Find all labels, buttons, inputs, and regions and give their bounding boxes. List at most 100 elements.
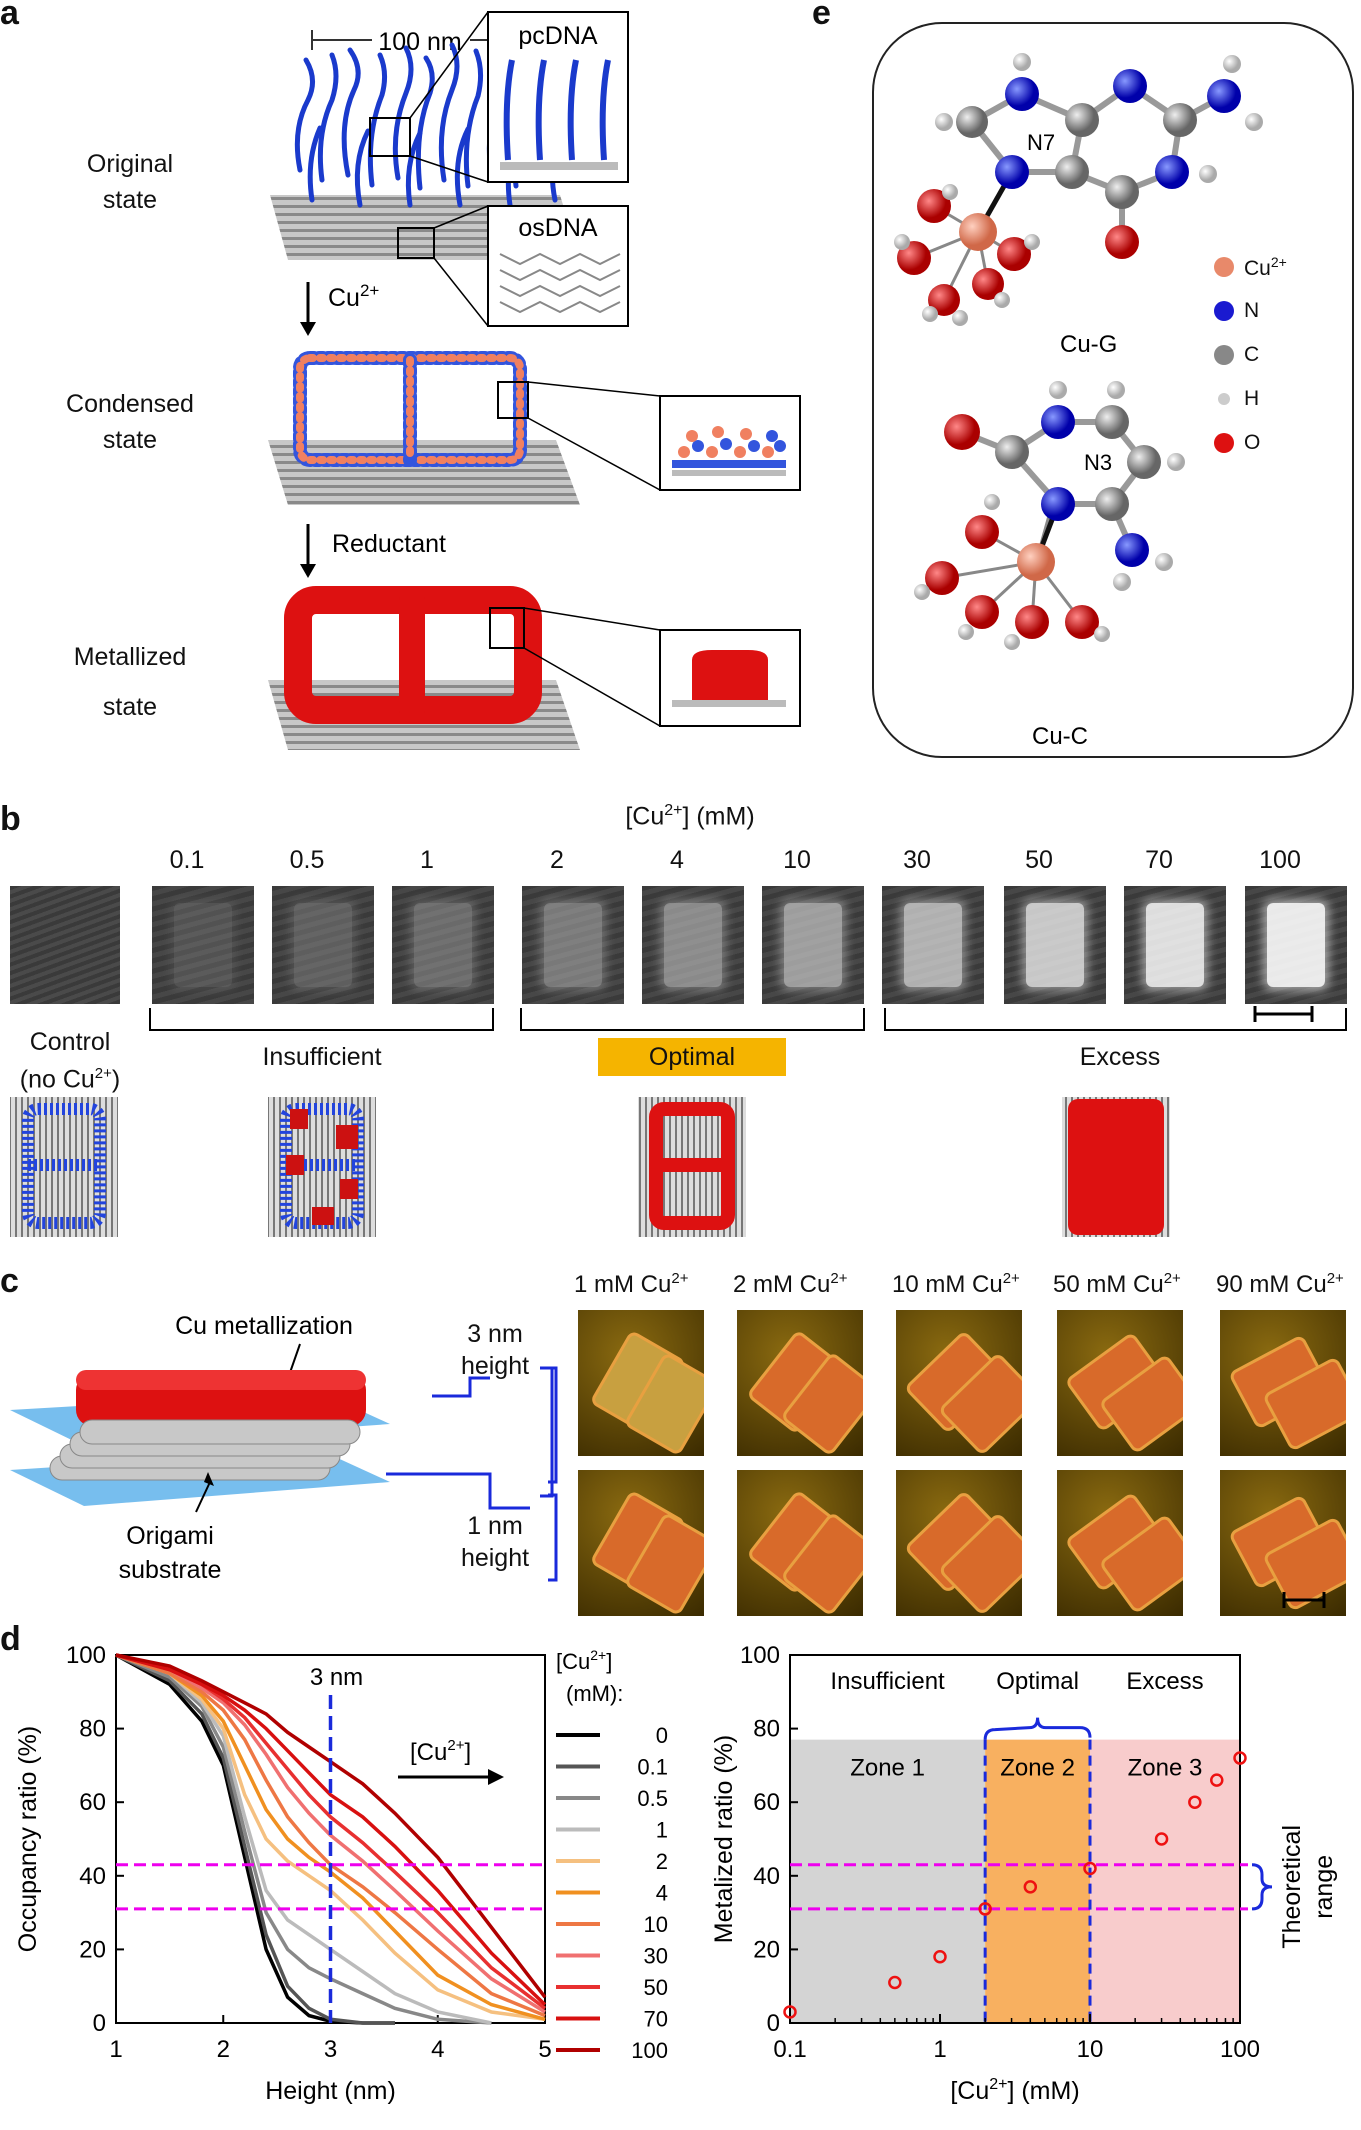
afm-image <box>1245 886 1347 1004</box>
series-line-70 <box>115 1653 547 2006</box>
x-axis-label: [Cu2+] (mM) <box>950 2076 1079 2105</box>
x-tick-label: 0.1 <box>773 2036 806 2063</box>
panel-a-schematic: 100 nm pcDNA osDNA Cu2+ <box>268 11 801 750</box>
concentration-label: 30 <box>903 846 931 874</box>
arrow-cu-label: Cu2+ <box>328 281 379 312</box>
data-point <box>1154 1832 1169 1846</box>
legend-n: N <box>1214 289 1324 333</box>
data-point <box>1023 1880 1038 1894</box>
legend-o: O <box>1214 421 1324 465</box>
series-line-10 <box>115 1653 546 2018</box>
model-excess <box>1062 1097 1170 1237</box>
substrate-label-2: substrate <box>119 1556 222 1584</box>
x-axis-label: Height (nm) <box>265 2077 396 2105</box>
panel-e-frame <box>872 22 1354 758</box>
data-point <box>933 1950 947 1964</box>
control-label: Control (no Cu2+) <box>19 1028 121 1094</box>
panel-label-d: d <box>0 1620 21 1658</box>
inset-pcdna-label: pcDNA <box>518 22 598 50</box>
substrate-label-1: Origami <box>126 1522 214 1550</box>
theoretical-brace <box>1251 1863 1273 1911</box>
panel-c-brackets <box>548 1366 558 1582</box>
optimal-brace <box>983 1717 1092 1740</box>
x-tick-label: 10 <box>1077 2036 1104 2063</box>
c-atom-icon <box>1214 345 1234 365</box>
concentration-label: 70 <box>1145 846 1173 874</box>
scale-bar-c <box>1282 1592 1326 1608</box>
model-control <box>10 1097 118 1237</box>
y-tick-label: 0 <box>93 2010 106 2037</box>
afm-image <box>1124 886 1226 1004</box>
condensed-pattern <box>293 351 527 467</box>
model-insufficient <box>268 1097 376 1237</box>
afm-image <box>1004 886 1106 1004</box>
n7-label: N7 <box>1027 130 1055 155</box>
x-tick-label: 3 <box>324 2036 337 2063</box>
y-tick-label: 40 <box>79 1863 106 1890</box>
panel-label-a: a <box>0 0 19 32</box>
scale-bar-label: 100 nm <box>378 28 461 56</box>
afm-image <box>152 886 254 1004</box>
panel-c-schematic: Cu metallization Origami substrate <box>10 1312 554 1584</box>
data-point <box>888 1975 902 1990</box>
afm-image <box>762 886 864 1004</box>
zone-label: Zone 3 <box>1128 1755 1203 1782</box>
legend-label: 70 <box>644 2007 668 2032</box>
group-optimal: Optimal <box>598 1038 786 1076</box>
stm-image <box>737 1470 863 1616</box>
stm-column-label: 90 mM Cu2+ <box>1216 1270 1344 1298</box>
legend-label: 10 <box>644 1912 668 1937</box>
stm-image <box>1057 1470 1183 1616</box>
afm-image <box>882 886 984 1004</box>
series-line-4 <box>115 1653 546 2021</box>
stm-image <box>896 1470 1022 1616</box>
group-insufficient: Insufficient <box>232 1043 412 1072</box>
legend-label: 0.5 <box>637 1786 668 1811</box>
data-point <box>1233 1751 1247 1765</box>
panel-label-c: c <box>0 1262 19 1300</box>
concentration-label: 1 <box>420 846 434 874</box>
legend-cu: Cu2+ <box>1214 245 1324 289</box>
legend-c: C <box>1214 333 1324 377</box>
panel-b-models <box>10 1097 1170 1237</box>
data-point <box>783 2005 797 2019</box>
annotation-3nm: 3 nm <box>310 1664 363 1691</box>
concentration-label: 0.1 <box>169 846 205 874</box>
stm-image <box>578 1310 704 1456</box>
x-tick-label: 2 <box>217 2036 230 2063</box>
legend-h: H <box>1214 377 1324 421</box>
metallized-pattern <box>284 586 542 724</box>
y-tick-label: 80 <box>753 1716 780 1743</box>
h-atom-icon <box>1218 393 1230 405</box>
y-tick-label: 60 <box>753 1789 780 1816</box>
series-line-0.1 <box>115 1653 395 2025</box>
legend-label: 1 <box>656 1818 668 1843</box>
y-tick-label: 20 <box>79 1936 106 1963</box>
panel-label-b: b <box>0 800 21 838</box>
region-label: Insufficient <box>830 1668 945 1695</box>
y-axis-label: Occupancy ratio (%) <box>14 1726 42 1952</box>
n3-label: N3 <box>1084 450 1112 475</box>
inset-osdna-label: osDNA <box>518 214 598 242</box>
data-point <box>978 1902 992 1916</box>
plot-frame <box>789 1654 1241 2024</box>
x-tick-label: 5 <box>538 2036 551 2063</box>
n-atom-icon <box>1214 301 1234 321</box>
series-line-100 <box>115 1653 547 1999</box>
data-point <box>1210 1773 1224 1787</box>
series-line-1 <box>115 1653 492 2025</box>
afm-image <box>642 886 744 1004</box>
legend-title: [Cu2+] <box>556 1647 612 1674</box>
y-tick-label: 100 <box>66 1642 106 1669</box>
panel-e-molecules: N7 Cu-G N3 Cu-C <box>894 53 1263 750</box>
y-tick-label: 100 <box>740 1642 780 1669</box>
concentration-label: 50 <box>1025 846 1053 874</box>
cug-label: Cu-G <box>1060 331 1117 358</box>
stm-column-label: 10 mM Cu2+ <box>892 1270 1020 1298</box>
o-atom-icon <box>1214 433 1234 453</box>
